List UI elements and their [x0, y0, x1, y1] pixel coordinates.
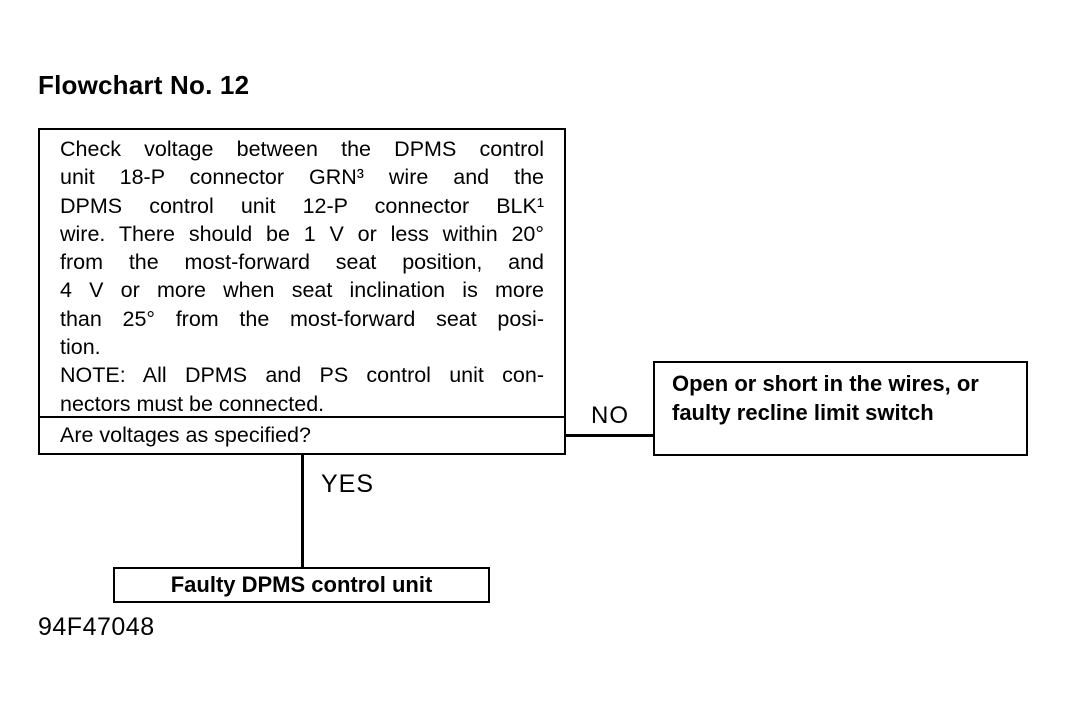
instruction-line: NOTE: All DPMS and PS control unit con- — [60, 363, 544, 388]
no-result-line: Open or short in the wires, or — [672, 371, 979, 396]
yes-result-box: Faulty DPMS control unit — [113, 567, 490, 603]
yes-branch-label: YES — [321, 470, 375, 498]
question-label: Are voltages as specified? — [60, 423, 311, 447]
instruction-line: 4 V or more when seat inclination is mor… — [60, 278, 544, 303]
instruction-box: Check voltage between the DPMS control u… — [38, 128, 566, 419]
instruction-line: Check voltage between the DPMS control — [60, 137, 544, 161]
instruction-line: from the most-forward seat position, and — [60, 250, 544, 275]
no-branch-label: NO — [591, 402, 629, 429]
instruction-line: nectors must be connected. — [60, 391, 325, 416]
instruction-line: wire. There should be 1 V or less within… — [60, 221, 544, 246]
instruction-line: unit 18-P connector GRN³ wire and the — [60, 165, 544, 190]
no-connector-line — [564, 434, 655, 437]
instruction-line: than 25° from the most-forward seat posi… — [60, 306, 544, 331]
no-result-box: Open or short in the wires, or faulty re… — [653, 361, 1028, 456]
question-box: Are voltages as specified? — [38, 416, 566, 455]
instruction-line: DPMS control unit 12-P connector BLK¹ — [60, 193, 544, 218]
instruction-line: tion. — [60, 335, 101, 360]
page-title: Flowchart No. 12 — [38, 70, 250, 100]
no-result-line: faulty recline limit switch — [672, 399, 934, 425]
yes-result-label: Faulty DPMS control unit — [170, 572, 433, 597]
yes-connector-line — [301, 455, 304, 568]
figure-code: 94F47048 — [38, 613, 155, 641]
